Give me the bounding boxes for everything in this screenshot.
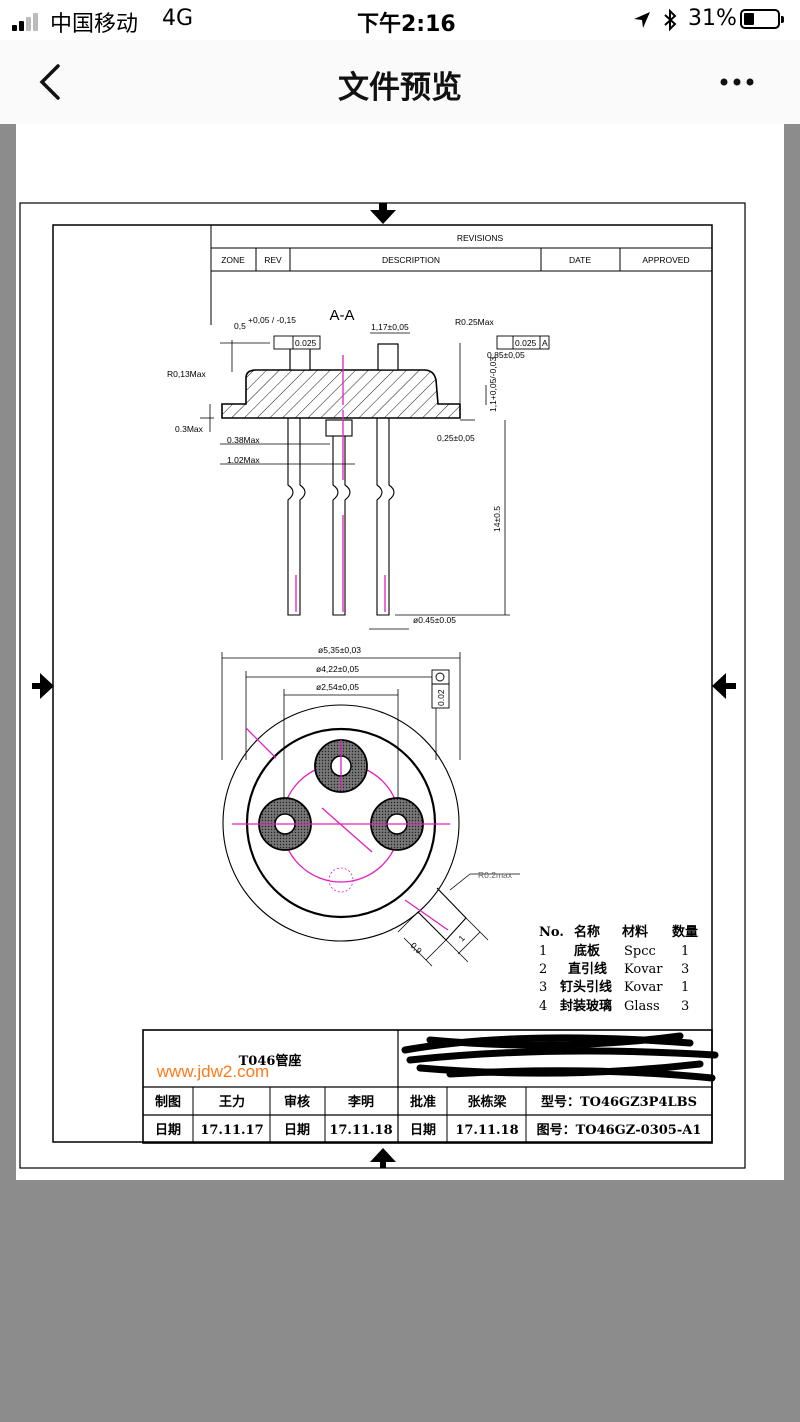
document-page[interactable]: REVISIONS ZONE REV DESCRIPTION DATE APPR… bbox=[16, 124, 784, 1180]
bom-cell: 1 bbox=[539, 944, 547, 959]
location-icon bbox=[634, 12, 650, 28]
bom-cell: 底板 bbox=[574, 943, 601, 959]
frame-arrow-top bbox=[370, 210, 396, 224]
dim-tab-w: 0,9 bbox=[409, 940, 425, 956]
part-name: T046管座 bbox=[239, 1053, 302, 1069]
col-rev: REV bbox=[264, 255, 282, 265]
dim-11: 1,1+0,05/-0,03 bbox=[488, 357, 498, 412]
tb-label: 日期 bbox=[284, 1123, 310, 1138]
tb-value: 17.11.18 bbox=[455, 1123, 518, 1138]
bom-cell: 4 bbox=[539, 999, 547, 1014]
ellipsis-icon[interactable] bbox=[718, 70, 758, 94]
nav-bar: 文件预览 bbox=[0, 40, 800, 124]
bom-header-name: 名称 bbox=[574, 924, 600, 940]
signal-icon bbox=[12, 12, 40, 31]
bill-of-materials: No. 名称 材料 数量 1 底板 Spcc 1 2 直引线 Kovar 3 3… bbox=[539, 924, 698, 1014]
tb-model: 型号：TO46GZ3P4LBS bbox=[541, 1094, 697, 1110]
dim-038: 0.38Max bbox=[227, 435, 260, 445]
bluetooth-icon bbox=[664, 8, 677, 32]
col-description: DESCRIPTION bbox=[382, 255, 440, 265]
bom-cell: 直引线 bbox=[568, 961, 607, 977]
tb-label: 制图 bbox=[155, 1094, 181, 1110]
page-title: 文件预览 bbox=[338, 70, 462, 106]
bom-header-material: 材料 bbox=[622, 924, 648, 940]
tb-value: 17.11.18 bbox=[329, 1123, 392, 1138]
bom-header-qty: 数量 bbox=[672, 924, 698, 940]
carrier-name: 中国移动 bbox=[50, 12, 139, 37]
dim-od: ø5,35±0,03 bbox=[318, 645, 361, 655]
tb-label: 审核 bbox=[284, 1094, 310, 1110]
dim-03: 0.3Max bbox=[175, 424, 204, 434]
bom-cell: 1 bbox=[681, 980, 689, 995]
dim-pin-dia: ø0.45±0.05 bbox=[413, 615, 456, 625]
engineering-drawing: REVISIONS ZONE REV DESCRIPTION DATE APPR… bbox=[19, 202, 746, 1169]
dim-025: 0,25±0,05 bbox=[437, 433, 475, 443]
dim-102: 1.02Max bbox=[227, 455, 260, 465]
bom-cell: Kovar bbox=[624, 962, 663, 977]
tb-drawing-no: 图号：TO46GZ-0305-A1 bbox=[537, 1123, 702, 1138]
bom-cell: Kovar bbox=[624, 980, 663, 995]
dim-tab-l: 1 bbox=[456, 933, 467, 944]
battery-icon bbox=[740, 9, 784, 29]
dim-pcd: ø2,54±0,05 bbox=[316, 682, 359, 692]
watermark-text: www.jdw2.com bbox=[156, 1062, 269, 1081]
tb-label: 批准 bbox=[410, 1094, 436, 1110]
dim-r-left: R0,13Max bbox=[167, 369, 206, 379]
dim-length: 14±0.5 bbox=[492, 506, 502, 532]
revisions-table bbox=[210, 224, 713, 325]
clock: 下午2:16 bbox=[357, 12, 456, 37]
dim-parallel: 0.025 bbox=[515, 338, 537, 348]
dim-mid: ø4,22±0,05 bbox=[316, 664, 359, 674]
battery-percent: 31% bbox=[688, 6, 737, 31]
bom-cell: 3 bbox=[539, 980, 547, 995]
revisions-title: REVISIONS bbox=[457, 233, 504, 243]
title-block bbox=[142, 1029, 713, 1144]
section-label: A-A bbox=[329, 307, 354, 324]
dim-position-tol: 0.02 bbox=[436, 689, 446, 706]
tb-value: 张栋梁 bbox=[467, 1094, 507, 1110]
section-view bbox=[200, 332, 550, 630]
frame-arrow-right bbox=[712, 673, 726, 699]
dim-r-right: R0.25Max bbox=[455, 317, 494, 327]
tb-value: 王力 bbox=[219, 1094, 245, 1110]
status-bar: 中国移动 4G 下午2:16 31% bbox=[0, 0, 800, 40]
dim-r02: R0.2max bbox=[478, 870, 513, 880]
bom-cell: 2 bbox=[539, 962, 547, 977]
tb-value: 李明 bbox=[347, 1094, 374, 1110]
bom-header-no: No. bbox=[539, 925, 564, 940]
col-zone: ZONE bbox=[221, 255, 245, 265]
bom-cell: Spcc bbox=[624, 944, 656, 959]
dim-d1-tol: +0,05 / -0,15 bbox=[248, 315, 296, 325]
frame-arrow-bottom bbox=[370, 1148, 396, 1162]
tb-label: 日期 bbox=[410, 1123, 436, 1138]
col-approved: APPROVED bbox=[642, 255, 689, 265]
datum-a: A bbox=[542, 338, 548, 348]
dim-pitch: 1,17±0,05 bbox=[371, 322, 409, 332]
network-type: 4G bbox=[162, 6, 194, 31]
bom-cell: 3 bbox=[681, 999, 689, 1014]
chevron-left-icon[interactable] bbox=[34, 60, 74, 104]
dim-flatness: 0.025 bbox=[295, 338, 317, 348]
bom-cell: 钉头引线 bbox=[560, 979, 612, 995]
bom-cell: 封装玻璃 bbox=[560, 998, 612, 1014]
bom-cell: Glass bbox=[624, 999, 660, 1014]
tb-label: 日期 bbox=[155, 1123, 181, 1138]
redaction-scribble bbox=[401, 1032, 719, 1082]
tb-value: 17.11.17 bbox=[200, 1123, 263, 1138]
dim-d1: 0,5 bbox=[234, 321, 246, 331]
top-view bbox=[221, 652, 520, 967]
frame-arrow-left bbox=[40, 673, 54, 699]
col-date: DATE bbox=[569, 255, 591, 265]
bom-cell: 3 bbox=[681, 962, 689, 977]
dim-085: 0,85±0,05 bbox=[487, 350, 525, 360]
bom-cell: 1 bbox=[681, 944, 689, 959]
